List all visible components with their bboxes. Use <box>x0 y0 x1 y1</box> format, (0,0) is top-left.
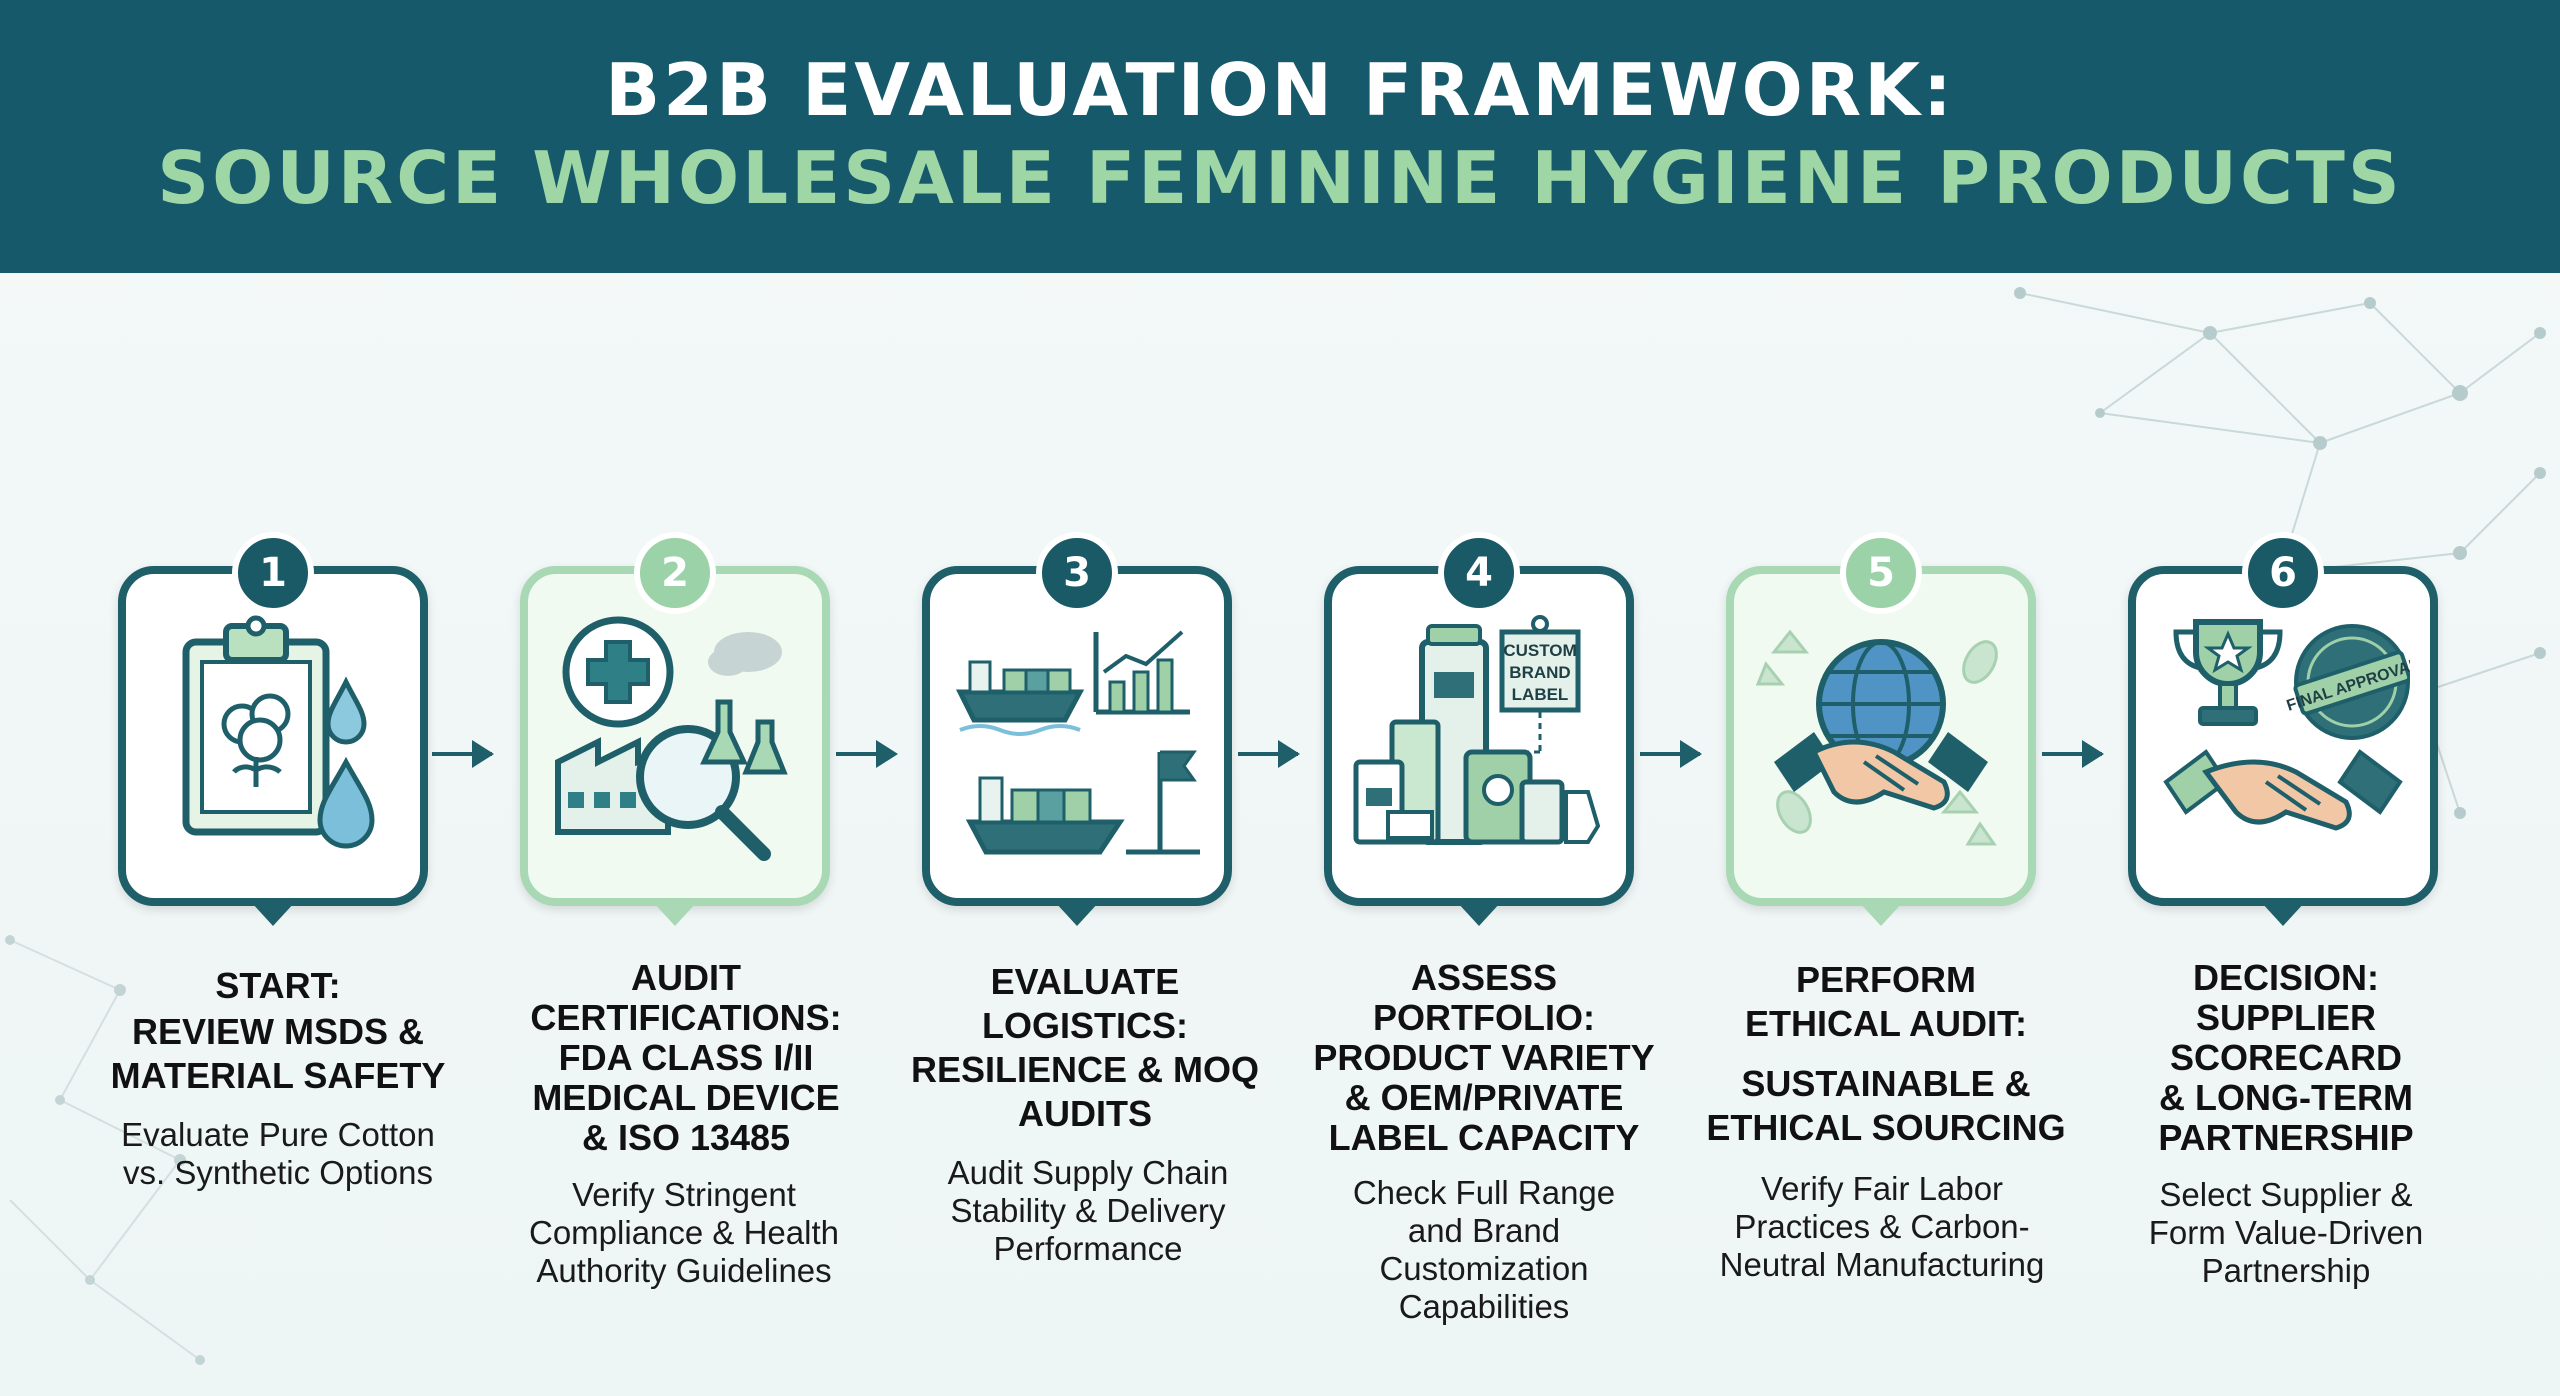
step-6-card: FINAL APPROVAL <box>2128 566 2438 906</box>
connector-1-2 <box>432 752 492 756</box>
step-3-number-badge: 3 <box>1036 532 1118 614</box>
step-4-number-badge: 4 <box>1438 532 1520 614</box>
step-2-title: AUDIT CERTIFICATIONS: FDA CLASS I/II MED… <box>530 957 842 1158</box>
step-6-number-badge: 6 <box>2242 532 2324 614</box>
step-2-card <box>520 566 830 906</box>
clipboard-cotton-droplet-icon <box>182 615 375 849</box>
step-1-number-badge: 1 <box>232 532 314 614</box>
step-4-card: CUSTOM BRAND LABEL <box>1324 566 1634 906</box>
step-3-card <box>922 566 1232 906</box>
step-4-title: ASSESS PORTFOLIO: PRODUCT VARIETY & OEM/… <box>1313 957 1655 1158</box>
step-2-number-badge: 2 <box>634 532 716 614</box>
connector-3-4 <box>1238 752 1298 756</box>
step-4-description: Check Full Range and Brand Customization… <box>1352 1174 1616 1325</box>
step-5-description: Verify Fair Labor Practices & Carbon- Ne… <box>1719 1170 2045 1283</box>
connector-4-5 <box>1640 752 1700 756</box>
arrow-3-4 <box>1278 740 1300 768</box>
trophy-seal-handshake-icon: FINAL APPROVAL <box>2163 619 2410 831</box>
medical-factory-magnifier-icon <box>555 616 788 861</box>
step-1-title: START: REVIEW MSDS & MATERIAL SAFETY <box>110 965 446 1096</box>
step-1-card <box>118 566 428 906</box>
step-1-pointer <box>251 902 295 926</box>
step-3-pointer <box>1055 902 1099 926</box>
header-banner: B2B EVALUATION FRAMEWORK: SOURCE WHOLESA… <box>0 0 2560 273</box>
connector-2-3 <box>836 752 894 756</box>
title-line-2: SOURCE WHOLESALE FEMININE HYGIENE PRODUC… <box>157 136 2403 220</box>
step-5-card <box>1726 566 2036 906</box>
cargo-ship-chart-icon <box>955 630 1200 855</box>
step-6-title: DECISION: SUPPLIER SCORECARD & LONG-TERM… <box>2158 957 2414 1158</box>
step-4-pointer <box>1457 902 1501 926</box>
step-1-description: Evaluate Pure Cotton vs. Synthetic Optio… <box>121 1116 435 1191</box>
arrow-1-2 <box>472 740 494 768</box>
step-5-number-badge: 5 <box>1840 532 1922 614</box>
step-6-pointer <box>2261 902 2305 926</box>
connector-5-6 <box>2042 752 2102 756</box>
custom-brand-label-tag-line-1: CUSTOM <box>1503 641 1576 660</box>
step-5-title: PERFORM ETHICAL AUDIT: SUSTAINABLE & ETH… <box>1706 959 2066 1148</box>
step-3-description: Audit Supply Chain Stability & Delivery … <box>947 1154 1229 1267</box>
arrow-5-6 <box>2082 740 2104 768</box>
product-packages-label-icon: CUSTOM BRAND LABEL <box>1353 615 1601 845</box>
step-6-description: Select Supplier & Form Value-Driven Part… <box>2148 1176 2424 1289</box>
step-5-pointer <box>1859 902 1903 926</box>
title-line-1: B2B EVALUATION FRAMEWORK: <box>605 48 1955 132</box>
step-2-description: Verify Stringent Compliance & Health Aut… <box>529 1176 839 1289</box>
custom-brand-label-tag-line-3: LABEL <box>1512 685 1569 704</box>
step-3-title: EVALUATE LOGISTICS: RESILIENCE & MOQ AUD… <box>910 961 1260 1134</box>
step-2-pointer <box>653 902 697 926</box>
custom-brand-label-tag-line-2: BRAND <box>1509 663 1570 682</box>
arrow-4-5 <box>1680 740 1702 768</box>
arrow-2-3 <box>876 740 898 768</box>
globe-handshake-recycle-icon <box>1755 629 1998 846</box>
